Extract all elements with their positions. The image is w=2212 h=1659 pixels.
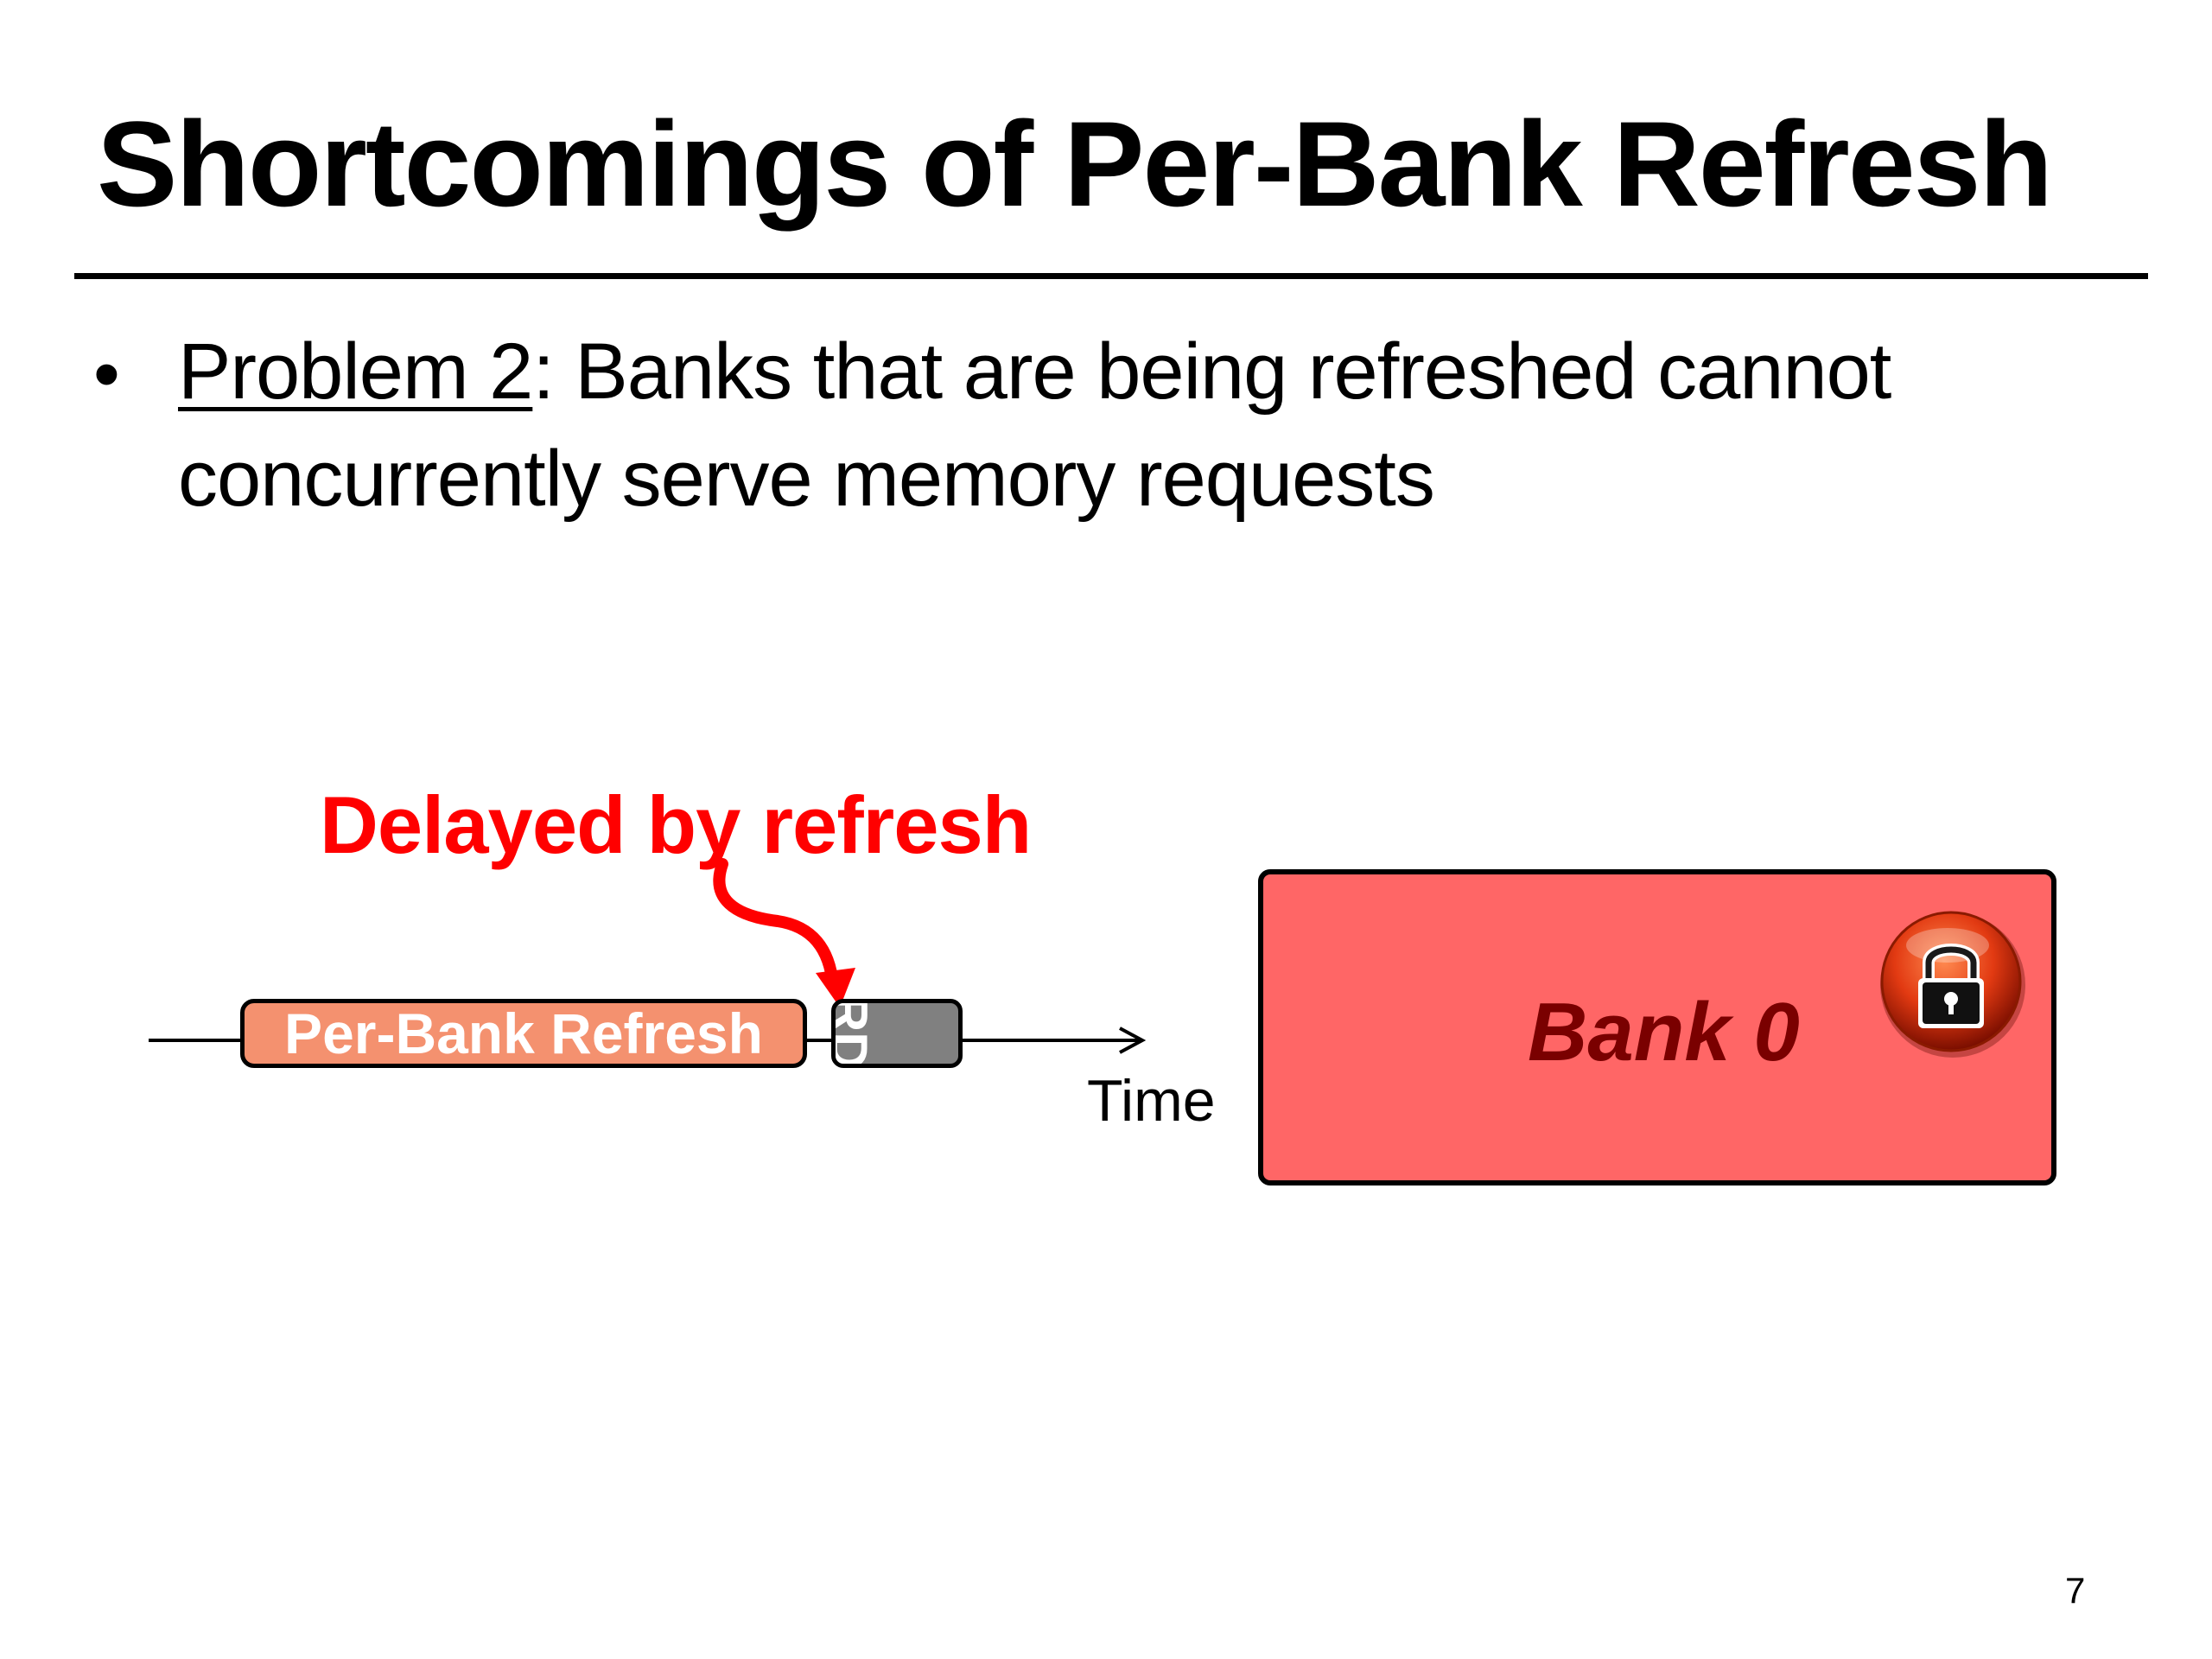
time-axis-label: Time: [1087, 1068, 1216, 1134]
bank-0-label: Bank 0: [1528, 986, 1800, 1078]
slide-title: Shortcomings of Per-Bank Refresh: [97, 96, 2053, 232]
read-request-label: RD: [831, 999, 878, 1068]
title-divider: [74, 273, 2148, 279]
per-bank-refresh-label: Per-Bank Refresh: [284, 1001, 763, 1065]
delay-arrow: [713, 858, 839, 991]
bullet-text: Problem 2: Banks that are being refreshe…: [178, 318, 2105, 532]
bullet-body: Banks that are being refreshed cannot co…: [178, 327, 1891, 523]
page-number: 7: [2065, 1570, 2086, 1611]
padlock-icon: [1880, 911, 2025, 1058]
per-bank-refresh-block: Per-Bank Refresh: [240, 999, 807, 1068]
time-arrowhead: [1119, 1027, 1147, 1054]
bullet-colon: :: [532, 327, 555, 416]
delay-arrowhead: [816, 968, 855, 1007]
bullet-marker: •: [93, 331, 120, 416]
bullet-lead: Problem 2: [178, 327, 533, 416]
delayed-by-refresh-label: Delayed by refresh: [320, 779, 1032, 870]
read-request-block: RD: [831, 999, 963, 1068]
